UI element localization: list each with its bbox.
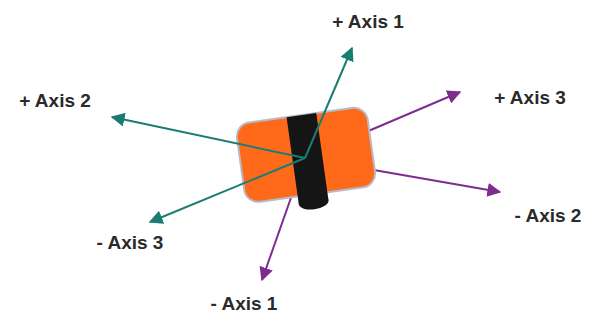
axis-label: + Axis 3 (494, 88, 566, 109)
axis-label: - Axis 1 (211, 294, 278, 315)
axis-label: + Axis 1 (332, 12, 404, 33)
axis-label: - Axis 2 (515, 206, 582, 227)
axis-3-negative (150, 158, 305, 222)
axis-1-positive (305, 48, 352, 158)
black-band (287, 113, 329, 204)
axis-label: + Axis 2 (19, 91, 91, 112)
axis-label: - Axis 3 (97, 233, 164, 254)
object (235, 106, 379, 218)
axis-2-positive (112, 117, 305, 158)
band-end (298, 193, 330, 211)
